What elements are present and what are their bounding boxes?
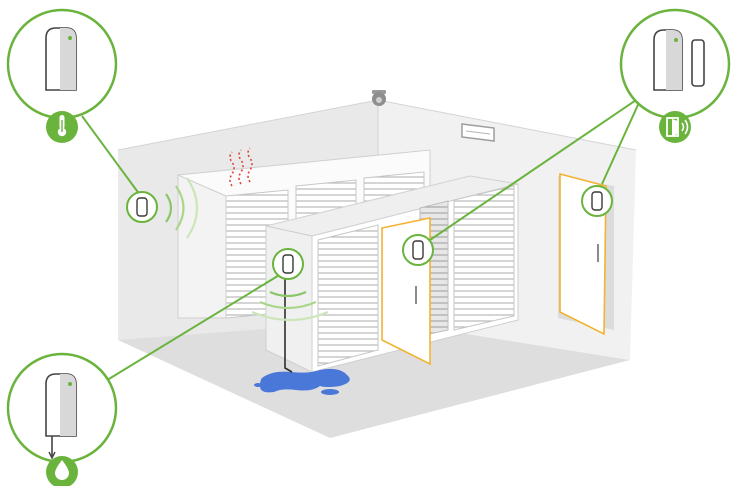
sensor-on-room-door <box>581 185 613 217</box>
sensor-on-back-wall <box>126 191 158 223</box>
room-floor <box>118 320 630 438</box>
wall-vent <box>461 123 495 142</box>
heat-waves <box>229 147 253 187</box>
leak-sensor-cable <box>284 268 293 373</box>
water-drop-icon <box>46 456 78 486</box>
temperature-sensor <box>6 8 118 143</box>
sensor-on-front-rack <box>272 248 304 280</box>
callout-lines <box>81 95 643 383</box>
open-door-icon <box>659 111 691 143</box>
temperature-sensor-device <box>45 27 77 91</box>
thermometer-icon <box>46 111 78 143</box>
sensor-on-rack-door <box>402 234 434 266</box>
water-leak-device <box>45 373 77 460</box>
water-leak-sensor <box>6 352 118 486</box>
wireless-signal-waves <box>165 177 329 322</box>
water-puddle <box>254 368 350 395</box>
front-server-rack-row <box>265 175 519 373</box>
door-contact-sensor <box>619 8 731 143</box>
security-camera-icon <box>372 90 386 106</box>
door-contact-device <box>653 29 705 91</box>
